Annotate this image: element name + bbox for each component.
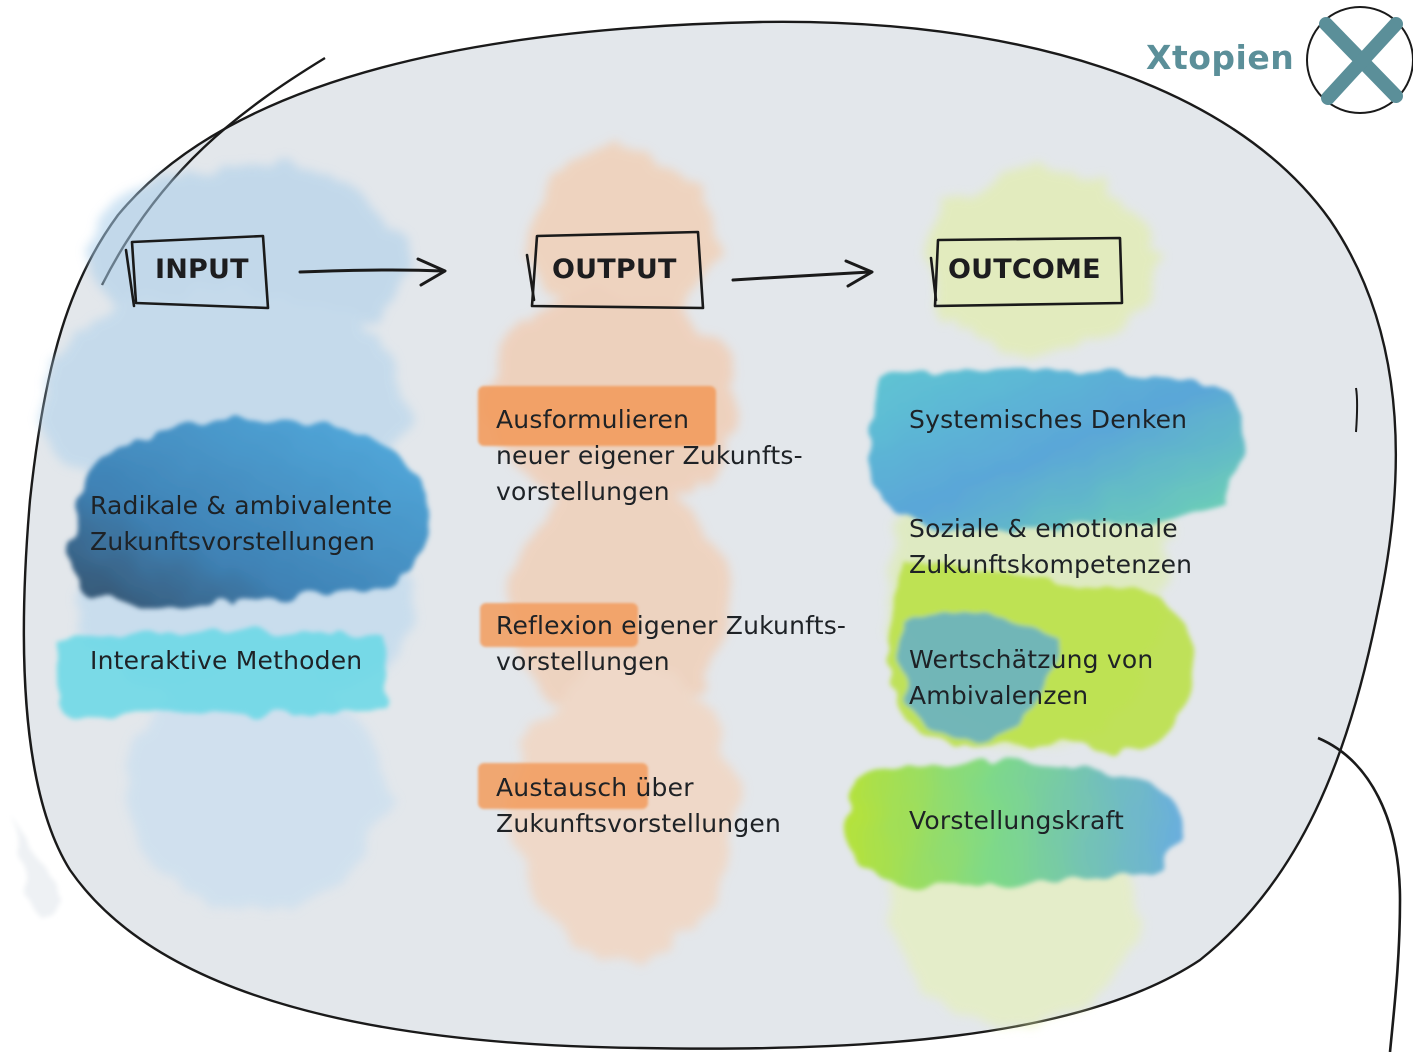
input-item-radikale: Radikale & ambivalente Zukunftsvorstellu… — [90, 488, 392, 560]
output-item-line: Zukunftsvorstellungen — [496, 809, 782, 838]
output-item-ausformulieren: Ausformulieren neuer eigener Zukunfts- v… — [496, 402, 803, 510]
outcome-item-soziale: Soziale & emotionale Zukunftskompetenzen — [909, 511, 1192, 583]
output-item-reflexion: Reflexion eigener Zukunfts- vorstellunge… — [496, 608, 846, 680]
outcome-item-line: Wertschätzung von — [909, 645, 1154, 674]
header-boxes — [124, 230, 1124, 310]
input-item-interaktive: Interaktive Methoden — [90, 643, 362, 679]
outcome-heading: OUTCOME — [948, 254, 1101, 285]
outcome-item-systemisches: Systemisches Denken — [909, 402, 1187, 438]
output-item-line: neuer eigener Zukunfts- — [496, 441, 803, 470]
outcome-item-vorstellungskraft: Vorstellungskraft — [909, 803, 1124, 839]
flow-arrows — [298, 257, 874, 288]
x-circle-logo-icon — [1306, 6, 1413, 114]
outcome-item-line: Zukunftskompetenzen — [909, 550, 1193, 579]
output-column-wash — [490, 150, 740, 960]
output-heading: OUTPUT — [552, 254, 677, 285]
outcome-highlight-blobs — [844, 369, 1245, 885]
output-item-line: Ausformulieren — [496, 405, 690, 434]
input-heading: INPUT — [155, 254, 249, 285]
output-item-line: vorstellungen — [496, 647, 670, 676]
outcome-item-wertschaetzung: Wertschätzung von Ambivalenzen — [909, 642, 1153, 714]
output-item-line: Reflexion eigener Zukunfts- — [496, 611, 847, 640]
outcome-item-line: Systemisches Denken — [909, 405, 1188, 434]
output-highlight-strips — [478, 386, 716, 809]
output-item-line: Austausch über — [496, 773, 694, 802]
input-item-line: Zukunftsvorstellungen — [90, 527, 376, 556]
output-item-austausch: Austausch über Zukunftsvorstellungen — [496, 770, 781, 842]
outcome-item-line: Soziale & emotionale — [909, 514, 1178, 543]
input-highlight-blobs — [57, 420, 430, 714]
outcome-item-line: Ambivalenzen — [909, 681, 1089, 710]
input-item-line: Radikale & ambivalente — [90, 491, 393, 520]
outcome-item-line: Vorstellungskraft — [909, 806, 1125, 835]
input-item-line: Interaktive Methoden — [90, 646, 363, 675]
logo-wordmark: Xtopien — [1146, 38, 1295, 77]
output-item-line: vorstellungen — [496, 477, 670, 506]
